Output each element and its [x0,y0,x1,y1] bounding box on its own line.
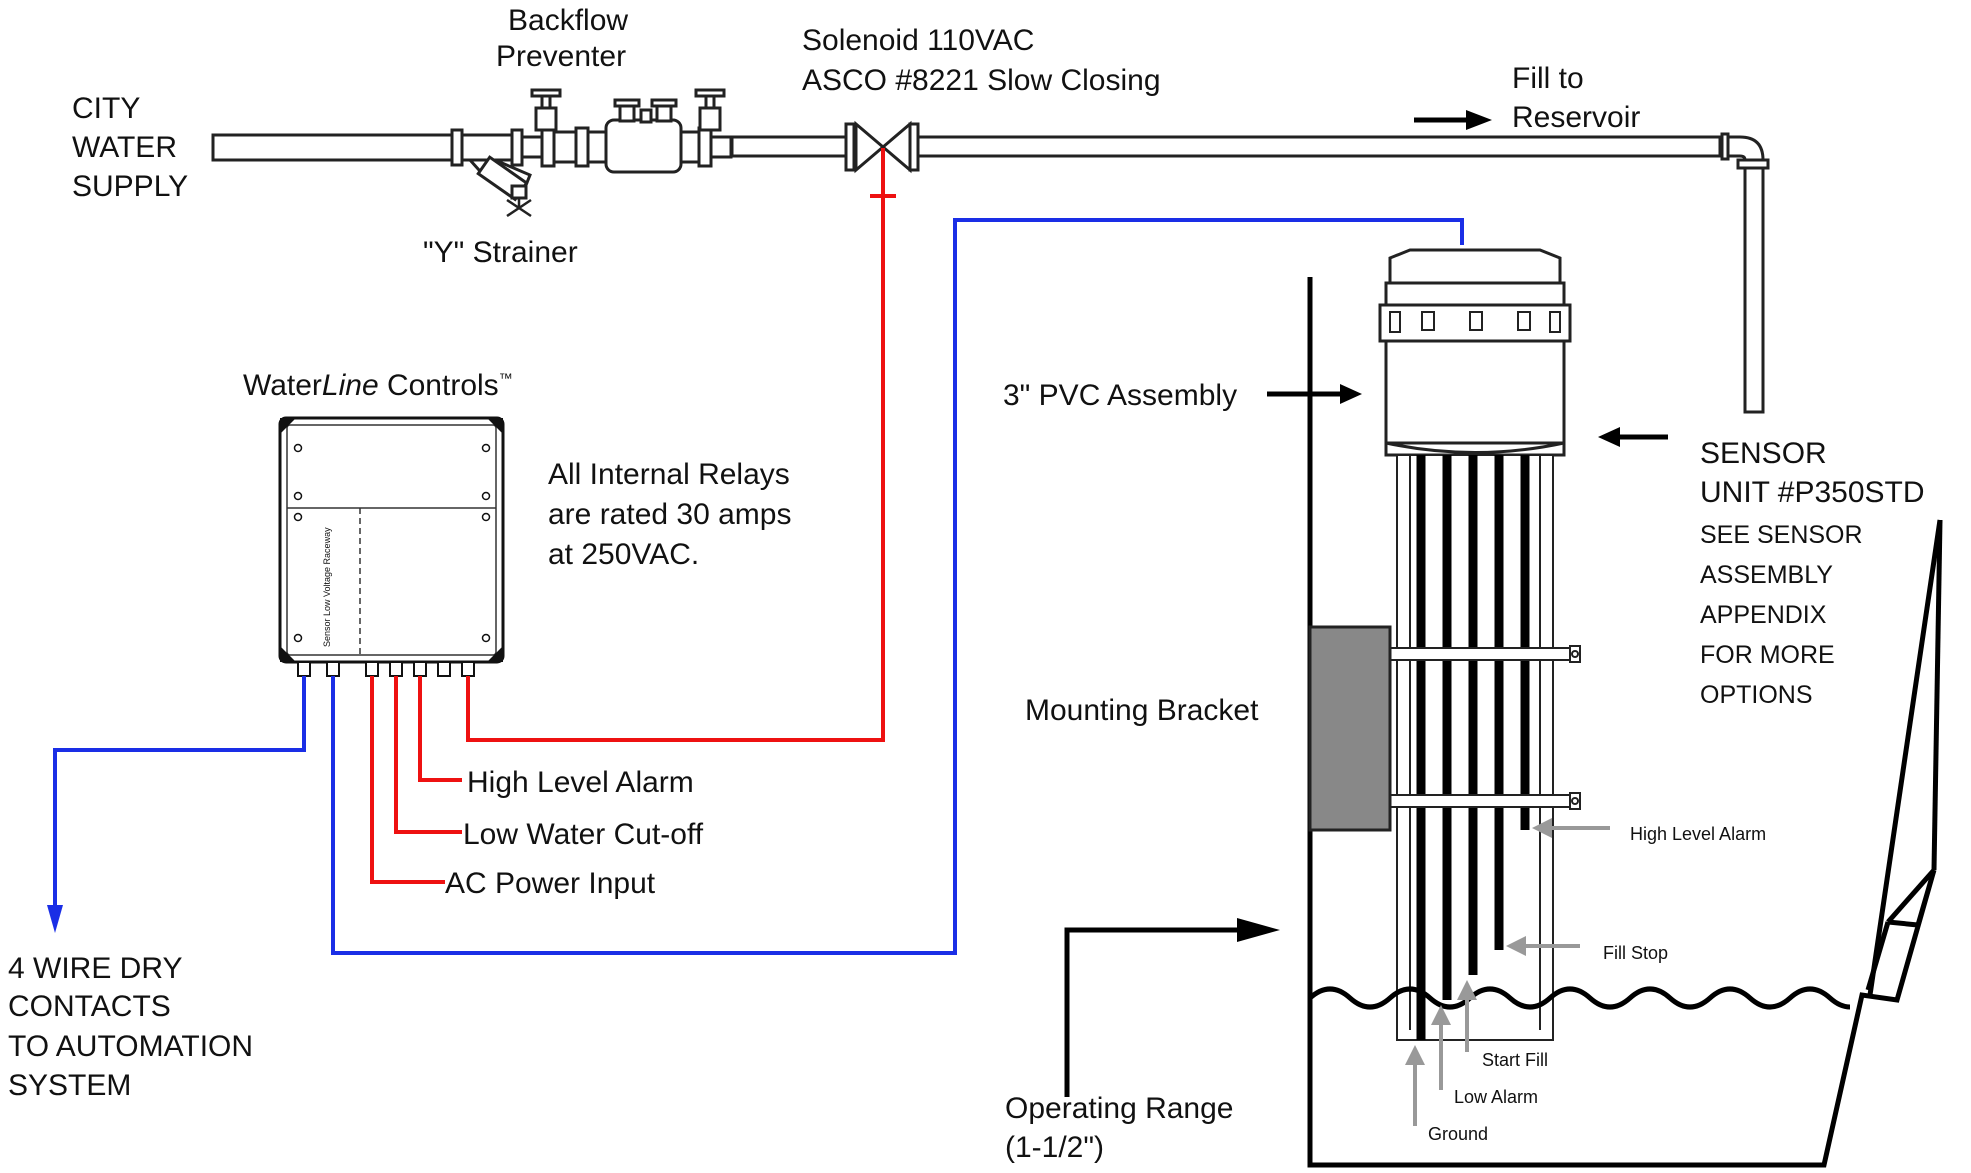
sensor-label-3: SEE SENSOR [1700,521,1863,549]
dry-contacts-4: SYSTEM [8,1069,131,1102]
mounting-bracket-label: Mounting Bracket [1025,694,1259,727]
sensor-label-7: OPTIONS [1700,681,1813,709]
signal-wiring [47,218,1464,955]
wire-label-low-water: Low Water Cut-off [463,818,704,851]
trademark-mark: ™ [499,370,513,386]
backflow-label-1: Backflow [508,4,628,37]
relays-note-3: at 250VAC. [548,538,699,571]
solenoid-valve [844,120,920,198]
operating-range-label-1: Operating Range [1005,1092,1234,1125]
wire-label-high-level: High Level Alarm [467,766,694,799]
controls-title-prefix: Water [243,369,322,402]
solenoid-label-1: Solenoid 110VAC [802,24,1034,57]
sensor-label-5: APPENDIX [1700,601,1827,629]
probe-indicators [1405,818,1610,1126]
supply-pipe [211,132,1770,414]
supply-label-2: WATER [72,131,177,164]
pvc-assembly-label: 3" PVC Assembly [1003,379,1237,412]
water-surface [1308,986,1851,1010]
backflow-label-2: Preventer [496,40,626,73]
probe-label-high-level: High Level Alarm [1630,824,1766,844]
tank-wall-right [1867,519,1943,996]
sensor-label-4: ASSEMBLY [1700,561,1833,589]
raceway-label: Sensor Low Voltage Raceway [322,527,332,647]
pointer-arrows [1064,384,1668,1097]
strainer-label: "Y" Strainer [423,236,578,269]
controls-title-italic: Line [322,369,379,402]
dry-contacts-3: TO AUTOMATION [8,1030,253,1063]
probe-label-low-alarm: Low Alarm [1454,1087,1538,1107]
operating-range-label-2: (1-1/2") [1005,1131,1104,1164]
supply-label-3: SUPPLY [72,170,188,203]
dry-contacts-1: 4 WIRE DRY [8,952,182,985]
power-wiring [370,196,885,884]
relays-note-1: All Internal Relays [548,458,790,491]
probe-label-fill-stop: Fill Stop [1603,943,1668,963]
relays-note-2: are rated 30 amps [548,498,791,531]
controls-title: WaterLine Controls™ [243,369,513,402]
flow-arrow [1414,110,1492,130]
sensor-label-2: UNIT #P350STD [1700,476,1925,509]
fill-label-2: Reservoir [1512,101,1640,134]
controls-title-suffix: Controls [379,369,499,402]
dry-contacts-2: CONTACTS [8,990,171,1023]
solenoid-label-2: ASCO #8221 Slow Closing [802,64,1161,97]
probe-label-ground: Ground [1428,1124,1488,1144]
sensor-unit [1378,248,1581,1041]
probe-label-start-fill: Start Fill [1482,1050,1548,1070]
sensor-label-1: SENSOR [1700,437,1827,470]
backflow-preventer [520,88,733,174]
mounting-bracket [1308,625,1392,832]
supply-label-1: CITY [72,92,140,125]
y-strainer [450,128,532,218]
sensor-label-6: FOR MORE [1700,641,1835,669]
wire-label-ac-power: AC Power Input [445,867,656,900]
fill-label-1: Fill to [1512,62,1584,95]
control-box: Sensor Low Voltage Raceway [278,416,505,677]
